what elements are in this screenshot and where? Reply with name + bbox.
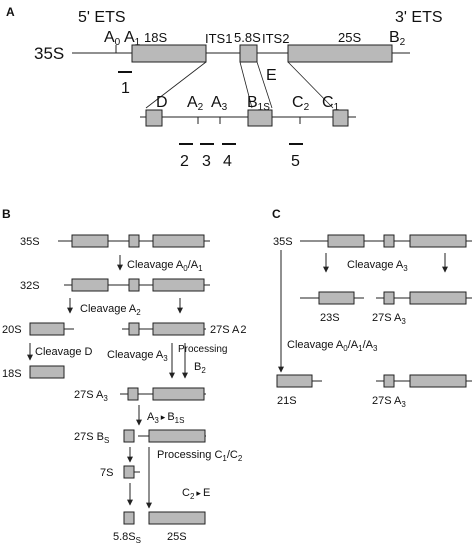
- b-step-a2: Cleavage A2: [80, 303, 141, 317]
- b-27sa3-label: 27S A3: [74, 389, 108, 403]
- site-a3-label: A3: [211, 94, 228, 113]
- b-32s-18s-box: [71, 278, 109, 292]
- gene-18s-label: 18S: [144, 30, 167, 45]
- c-27sa3b-25s-box: [409, 374, 467, 388]
- panel-b-label: B: [2, 207, 11, 221]
- b-32s-58s-box: [128, 278, 140, 292]
- site-a0-label: A0: [104, 29, 121, 48]
- panel-a: A 5' ETS 3' ETS ITS1 ITS2 A0 A1 18S 5.8S…: [6, 5, 443, 170]
- probe-2-label: 2: [180, 153, 189, 170]
- site-a2-label: A2: [187, 94, 204, 113]
- site-b2-label: B2: [389, 29, 406, 48]
- b-32s-25s-box: [152, 278, 205, 292]
- gene-18s-box: [131, 44, 207, 63]
- c-21s-18s-box: [276, 374, 313, 388]
- b-step-b2: B2: [194, 361, 206, 375]
- detail-25s-start-box: [332, 109, 349, 127]
- panel-c: C 35S Cleavage A3 23S 27S A3 Cleavage A0…: [272, 207, 472, 409]
- c-27sa3-label: 27S A3: [372, 312, 406, 326]
- zoom-line-left: [145, 61, 207, 109]
- zoom-line-mid-right: [256, 61, 273, 109]
- b-18s-box: [29, 365, 65, 379]
- b-27sbs-25s-box: [148, 429, 206, 443]
- region-3ets-label: 3' ETS: [395, 9, 443, 26]
- zoom-line-mid-left: [239, 61, 253, 109]
- b-step-a0a1: Cleavage A0/A1: [127, 259, 203, 273]
- c-35s-label: 35S: [273, 236, 293, 248]
- b-27sa2-25s-box: [152, 322, 205, 336]
- detail-18s-end-box: [145, 109, 163, 127]
- b-step-d: Cleavage D: [35, 346, 93, 358]
- c-step-a0a1a3: Cleavage A0/A1/A3: [287, 339, 378, 353]
- precursor-35s-label: 35S: [34, 44, 64, 63]
- site-c2-label: C2: [292, 94, 310, 113]
- b-7s-box: [123, 465, 135, 479]
- probe-4-label: 4: [223, 153, 232, 170]
- b-step-a3b1s: A3▸B1S: [147, 411, 184, 425]
- b-step-processing: Processing: [178, 344, 227, 355]
- b-27sa3-25s-box: [152, 387, 205, 401]
- c-27sa3-58s-box: [383, 291, 395, 305]
- c-21s-label: 21S: [277, 395, 297, 407]
- b-27sa2-label: 27S A2: [210, 324, 246, 336]
- b-step-c2e: C2▸E: [182, 487, 210, 501]
- b-18s-label: 18S: [2, 368, 22, 380]
- c-23s-label: 23S: [320, 312, 340, 324]
- gene-25s-label: 25S: [338, 30, 361, 45]
- b-20s-label: 20S: [2, 324, 22, 336]
- site-e-label: E: [266, 67, 277, 84]
- c-step-a3: Cleavage A3: [347, 259, 408, 273]
- panel-c-label: C: [272, 207, 281, 221]
- b-step-a3: Cleavage A3: [107, 349, 168, 363]
- site-d-label: D: [156, 94, 168, 111]
- region-5ets-label: 5' ETS: [78, 9, 126, 26]
- b-27sbs-label: 27S BS: [74, 431, 109, 445]
- region-its2-label: ITS2: [262, 31, 289, 46]
- b-32s-label: 32S: [20, 280, 40, 292]
- panel-b: B 35S Cleavage A0/A1 32S Cleavage A2 20S…: [2, 207, 246, 545]
- c-27sa3b-label: 27S A3: [372, 395, 406, 409]
- zoom-line-right: [287, 61, 334, 109]
- b-27sbs-58s-box: [123, 429, 135, 443]
- panel-a-label: A: [6, 5, 15, 19]
- c-35s-18s-box: [327, 234, 365, 248]
- probe-3-label: 3: [202, 153, 211, 170]
- b-20s-18s-box: [29, 322, 65, 336]
- gene-58s-box: [239, 44, 258, 63]
- c-35s-58s-box: [383, 234, 395, 248]
- c-27sa3-25s-box: [409, 291, 467, 305]
- c-23s-18s-box: [318, 291, 355, 305]
- region-its1-label: ITS1: [205, 31, 232, 46]
- b-35s-18s-box: [71, 234, 109, 248]
- b-58s-label: 5.8SS: [113, 531, 141, 545]
- b-27sa2-58s-box: [128, 322, 140, 336]
- b-25s-label: 25S: [167, 531, 187, 543]
- b-7s-label: 7S: [100, 467, 113, 479]
- b-58s-box: [123, 511, 135, 525]
- b-35s-25s-box: [152, 234, 205, 248]
- c-35s-25s-box: [409, 234, 467, 248]
- b-27sa3-58s-box: [127, 387, 139, 401]
- b-25s-box: [148, 511, 206, 525]
- c-27sa3b-58s-box: [383, 374, 395, 388]
- probe-5-label: 5: [291, 153, 300, 170]
- site-a1-label: A1: [124, 29, 141, 48]
- b-step-c1c2: Processing C1/C2: [157, 449, 243, 463]
- gene-58s-label: 5.8S: [234, 30, 261, 45]
- site-c1-label: C1: [322, 94, 340, 113]
- probe-1-label: 1: [121, 80, 130, 97]
- gene-25s-box: [287, 44, 393, 63]
- site-b1s-label: B1S: [247, 94, 270, 113]
- detail-58s-box: [247, 109, 273, 127]
- b-35s-58s-box: [128, 234, 140, 248]
- b-35s-label: 35S: [20, 236, 40, 248]
